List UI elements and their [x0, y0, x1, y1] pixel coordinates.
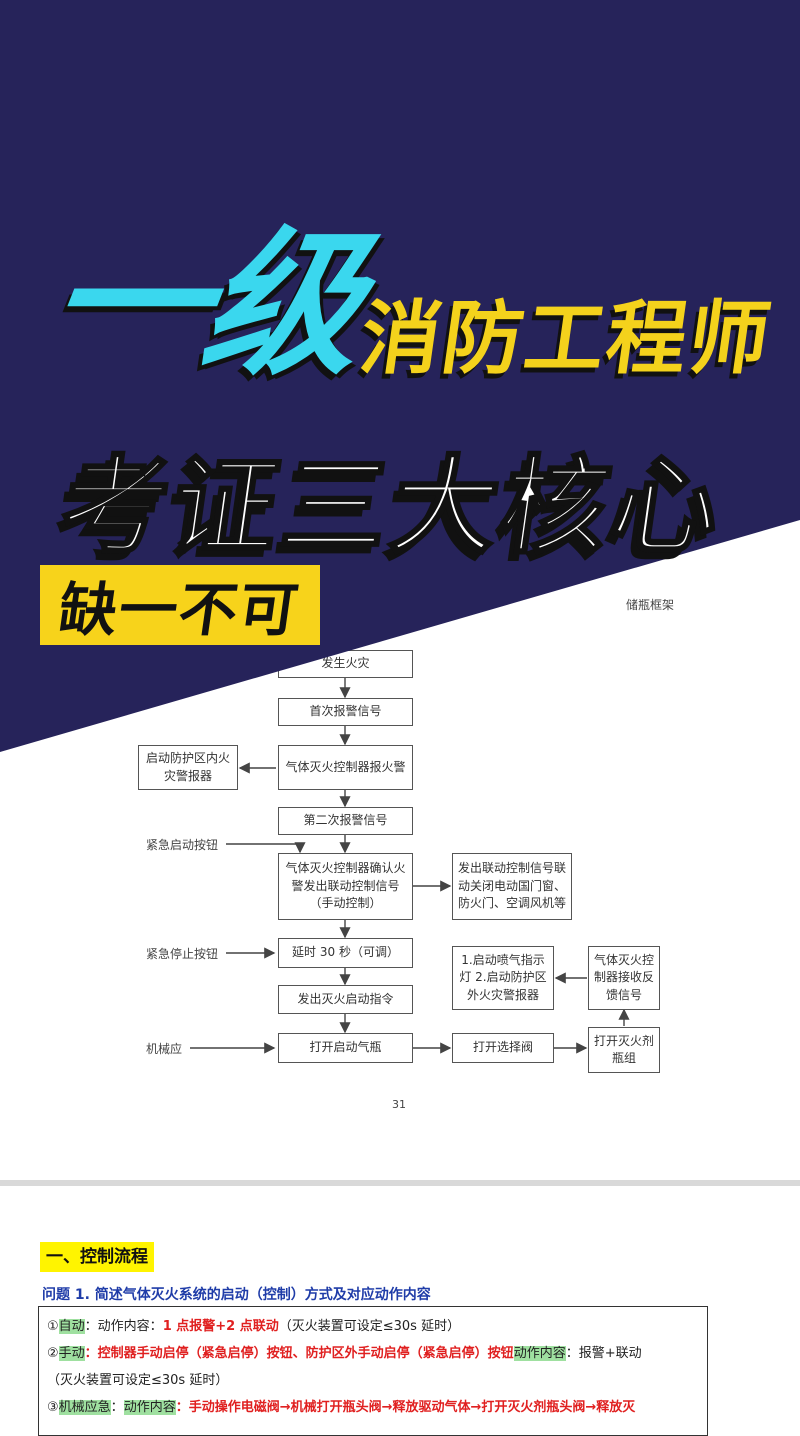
item3-num: ③	[47, 1400, 59, 1415]
flow-first-alarm: 首次报警信号	[278, 698, 413, 726]
item1-num: ①	[47, 1319, 59, 1334]
item2-line2: （灭火装置可设定≤30s 延时）	[47, 1373, 229, 1388]
cover-badge-text: 缺一不可	[54, 576, 305, 644]
page-divider	[0, 1180, 800, 1186]
item2-num: ②	[47, 1346, 59, 1361]
flow-controller-alarm: 气体灭火控制器报火警	[278, 745, 413, 790]
flow-start-cmd: 发出灭火启动指令	[278, 985, 413, 1014]
answer-line-3: ③机械应急：动作内容：手动操作电磁阀→机械打开瓶头阀→释放驱动气体→打开灭火剂瓶…	[47, 1400, 636, 1415]
flow-second-alarm: 第二次报警信号	[278, 807, 413, 835]
flow-open-agent: 打开灭火剂瓶组	[588, 1027, 660, 1073]
cover-title-main: 考证三大核心	[53, 444, 733, 570]
item2-tail: ：报警+联动	[565, 1346, 642, 1361]
flow-open-cylinder: 打开启动气瓶	[278, 1033, 413, 1063]
flow-delay: 延时 30 秒（可调）	[278, 938, 413, 968]
cover-badge: 缺一不可	[40, 565, 320, 645]
item2-red: ：控制器手动启停（紧急启停）按钮、防护区外手动启停（紧急启停）按钮	[84, 1346, 514, 1361]
item1-red: 1 点报警+2 点联动	[162, 1319, 279, 1334]
flowchart-arrows	[190, 678, 630, 1054]
item3-tag: 机械应急	[58, 1400, 111, 1415]
item3-red: ：手动操作电磁阀→机械打开瓶头阀→释放驱动气体→打开灭火剂瓶头阀→释放灭	[175, 1400, 636, 1415]
flow-feedback: 气体灭火控制器接收反馈信号	[588, 946, 660, 1010]
item2-tag2: 动作内容	[513, 1346, 566, 1361]
storage-frame-label: 储瓶框架	[626, 598, 675, 612]
answer-line-2b: （灭火装置可设定≤30s 延时）	[47, 1367, 699, 1394]
item1-tail: （灭火装置可设定≤30s 延时）	[278, 1319, 461, 1334]
item1-tag: 自动	[58, 1319, 85, 1334]
item1-text: ：动作内容：	[84, 1319, 163, 1334]
flow-start-alarm-device: 启动防护区内火灾警报器	[138, 745, 238, 790]
answer-line-1: ①自动：动作内容：1 点报警+2 点联动（灭火装置可设定≤30s 延时）	[47, 1313, 699, 1340]
cover-title-sub: 消防工程师	[354, 292, 778, 385]
question-title: 问题 1. 简述气体灭火系统的启动（控制）方式及对应动作内容	[42, 1287, 431, 1303]
page-number: 31	[392, 1098, 406, 1111]
item3-tag2: 动作内容	[123, 1400, 176, 1415]
answer-line-2: ②手动：控制器手动启停（紧急启停）按钮、防护区外手动启停（紧急启停）按钮动作内容…	[47, 1340, 699, 1367]
flow-lamp: 1.启动喷气指示灯 2.启动防护区外火灾警报器	[452, 946, 554, 1010]
item2-tag: 手动	[58, 1346, 85, 1361]
answer-box: ①自动：动作内容：1 点报警+2 点联动（灭火装置可设定≤30s 延时） ②手动…	[38, 1306, 708, 1436]
flow-emergency-stop: 紧急停止按钮	[146, 947, 219, 961]
flow-open-valve: 打开选择阀	[452, 1033, 554, 1063]
cover-title-big: 一级	[37, 213, 371, 397]
flow-mechanical: 机械应	[146, 1042, 183, 1056]
section-title: 一、控制流程	[40, 1242, 154, 1272]
flow-confirm-fire: 气体灭火控制器确认火警发出联动控制信号（手动控制）	[278, 853, 413, 920]
flow-linkage: 发出联动控制信号联动关闭电动国门窗、防火门、空调风机等	[452, 853, 572, 920]
flow-emergency-start: 紧急启动按钮	[146, 838, 219, 852]
